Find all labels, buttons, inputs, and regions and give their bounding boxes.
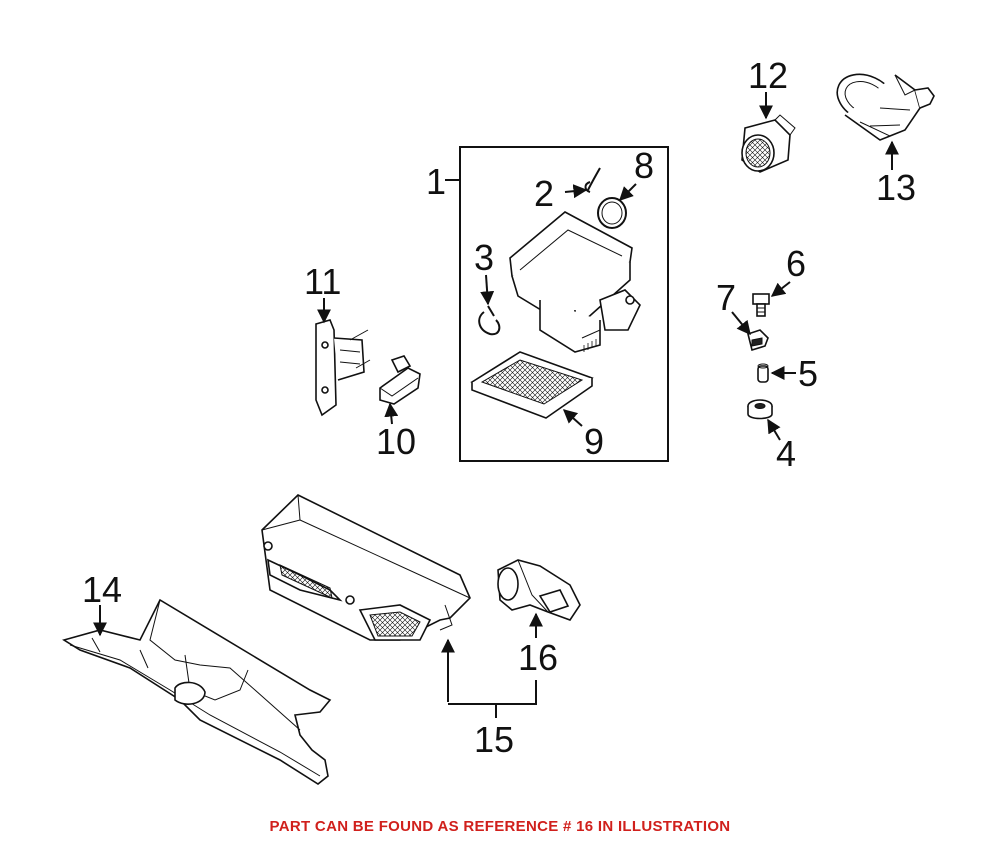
nut-part-7 xyxy=(747,329,769,352)
spring-clip-part-3 xyxy=(478,305,501,336)
reference-note: PART CAN BE FOUND AS REFERENCE # 16 IN I… xyxy=(269,818,731,835)
air-filter-part-9 xyxy=(470,351,594,419)
callout-6: 6 xyxy=(786,243,806,284)
leader-7 xyxy=(731,311,751,336)
o-ring-part-8 xyxy=(597,197,627,229)
leader-3 xyxy=(480,274,495,306)
callout-8: 8 xyxy=(634,145,654,186)
callout-10: 10 xyxy=(376,421,416,462)
bracket-part-10 xyxy=(379,355,421,405)
leader-9 xyxy=(562,409,583,427)
leader-2 xyxy=(564,184,588,199)
callout-16: 16 xyxy=(518,637,558,678)
intake-duct-part-15 xyxy=(261,494,471,641)
callout-2: 2 xyxy=(534,173,554,214)
leader-lines xyxy=(93,92,899,718)
callout-15: 15 xyxy=(474,719,514,760)
callout-12: 12 xyxy=(748,55,788,96)
bracket-part-11 xyxy=(315,319,371,417)
callout-3: 3 xyxy=(474,237,494,278)
callout-7: 7 xyxy=(716,277,736,318)
bolt-part-6 xyxy=(752,293,770,317)
leader-4 xyxy=(767,418,781,441)
callout-labels: 1 2 3 4 5 6 7 8 9 10 11 12 13 14 15 16 xyxy=(82,55,916,760)
duct-elbow-part-16 xyxy=(497,559,581,621)
leader-15b xyxy=(448,680,537,705)
sleeve-part-5 xyxy=(757,363,769,383)
leader-10 xyxy=(384,402,399,425)
assembly-box-1 xyxy=(445,146,669,462)
callout-4: 4 xyxy=(776,433,796,474)
callout-14: 14 xyxy=(82,569,122,610)
leader-8 xyxy=(619,183,637,201)
callout-13: 13 xyxy=(876,167,916,208)
callout-1: 1 xyxy=(426,161,446,202)
intake-boot-part-13 xyxy=(836,73,935,141)
leader-6 xyxy=(770,281,791,297)
callout-5: 5 xyxy=(798,353,818,394)
callout-9: 9 xyxy=(584,421,604,462)
rubber-mount-part-4 xyxy=(747,399,773,420)
air-cleaner-housing xyxy=(509,211,641,353)
clip-part-2 xyxy=(584,167,601,193)
maf-sensor-part-12 xyxy=(741,114,796,173)
cowl-panel-part-14 xyxy=(62,598,332,785)
callout-11: 11 xyxy=(304,261,341,302)
